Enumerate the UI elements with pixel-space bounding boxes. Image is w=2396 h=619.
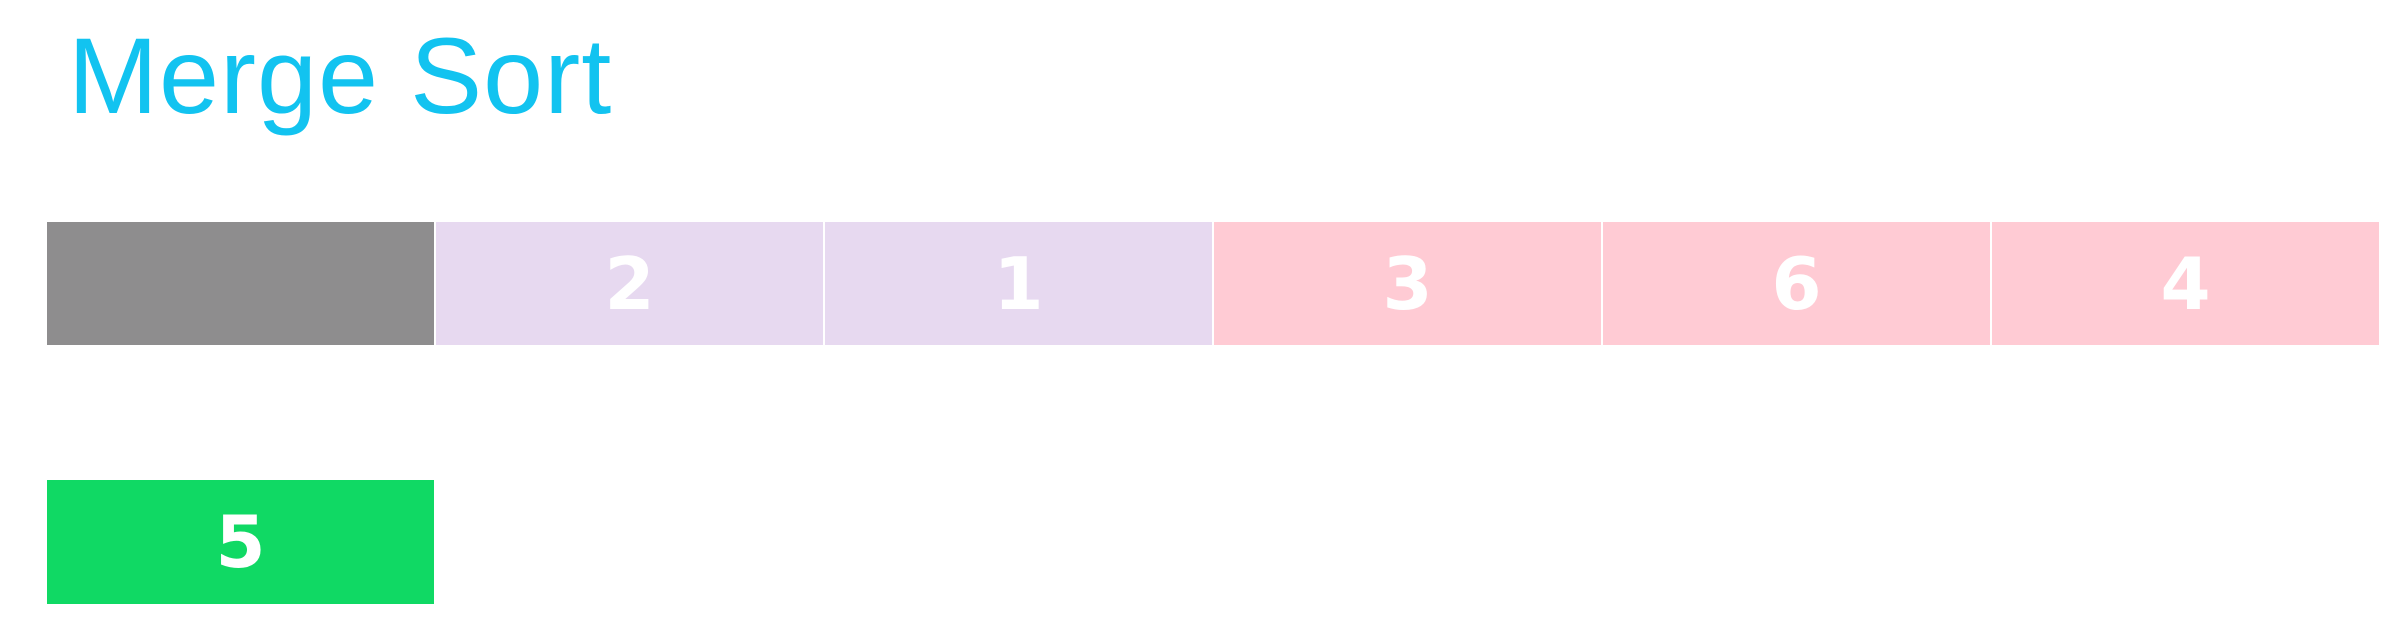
array-cell: 3 [1214,222,1601,345]
array-cell: 4 [1992,222,2379,345]
array-cell [47,222,434,345]
array-cell: 2 [436,222,823,345]
output-cell: 5 [47,480,434,604]
array-row: 2 1 3 6 4 [47,222,2379,345]
array-cell: 6 [1603,222,1990,345]
array-cell: 1 [825,222,1212,345]
page-title: Merge Sort [68,15,613,136]
